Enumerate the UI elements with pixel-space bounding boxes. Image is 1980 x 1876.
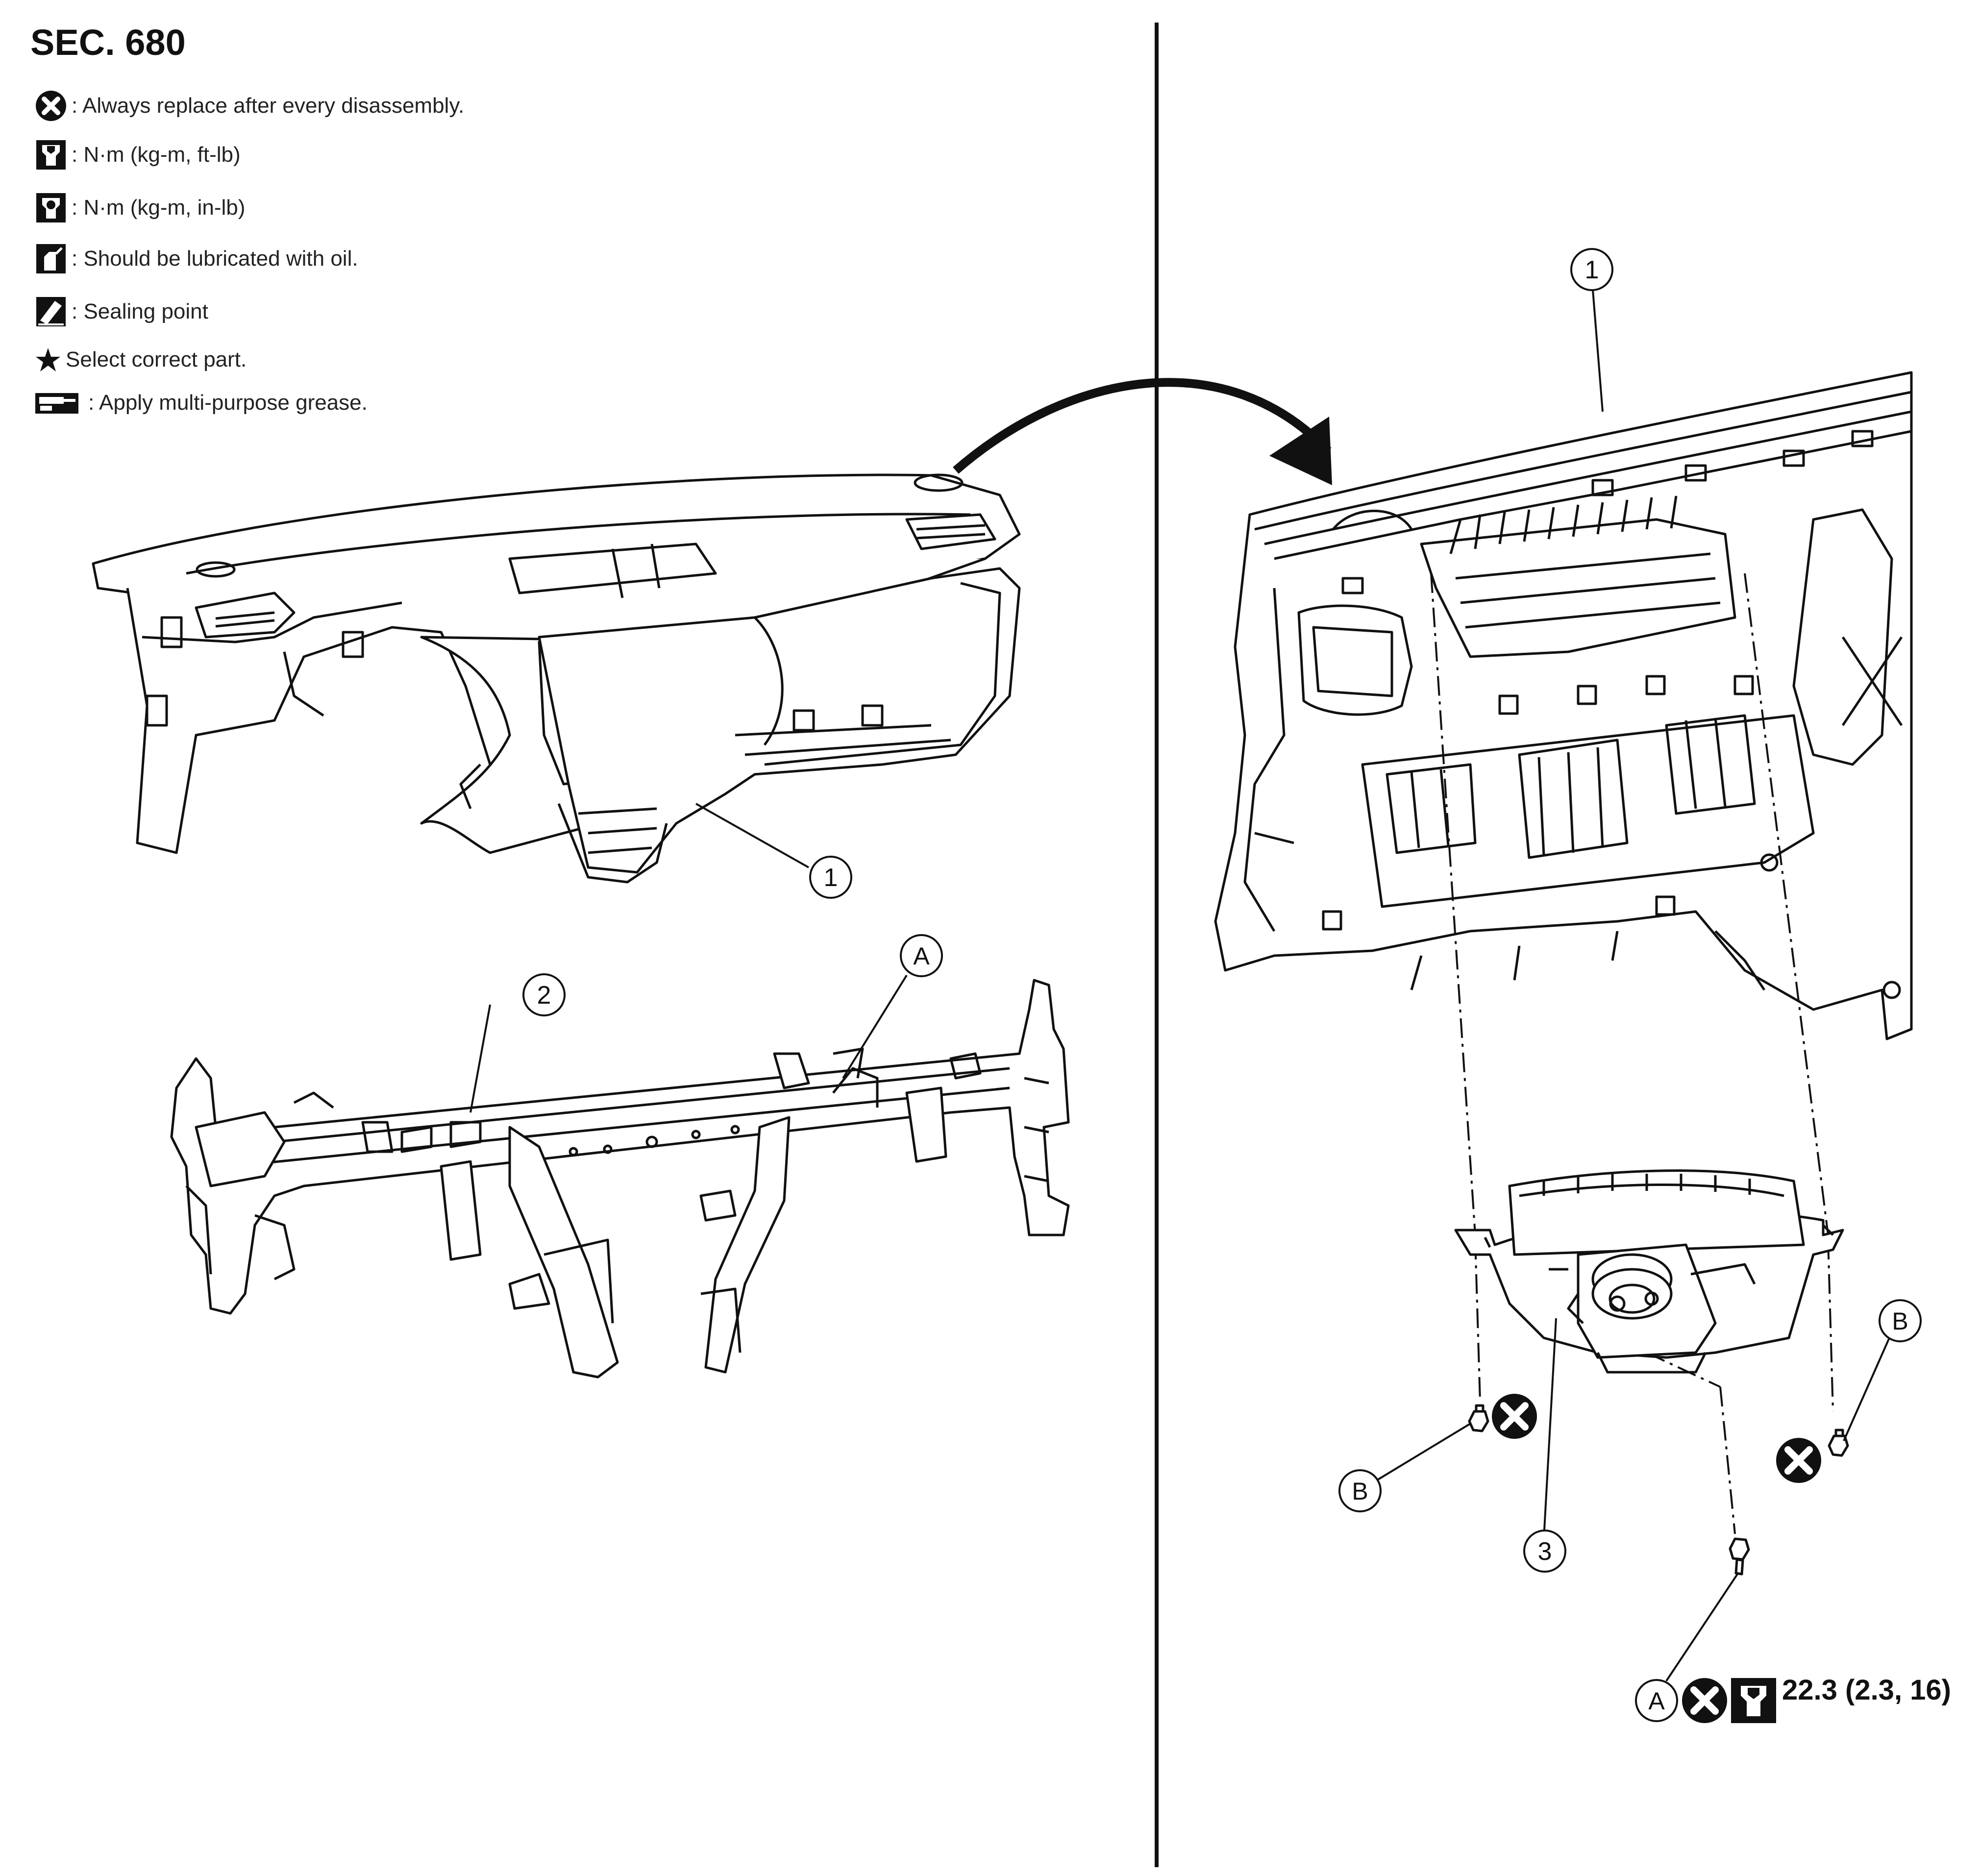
instrument-panel-detail xyxy=(1214,371,1913,1040)
bolt-b-right xyxy=(1828,1429,1849,1457)
callout-a-left-label: A xyxy=(913,942,930,970)
legend-row-oil: : Should be lubricated with oil. xyxy=(33,241,358,276)
callout-1-right-label: 1 xyxy=(1585,256,1599,284)
legend-row-sealing: : Sealing point xyxy=(33,294,208,329)
callout-b-right: B xyxy=(1843,1299,1922,1441)
callout-a-right-label: A xyxy=(1648,1687,1665,1715)
section-title: SEC. 680 xyxy=(30,22,186,63)
installation-guide-lines xyxy=(1430,573,1834,1534)
legend-row-torque-in-lb: : N·m (kg-m, in-lb) xyxy=(33,190,245,225)
torque-wrench-filled-icon xyxy=(33,190,69,225)
legend-text-oil: : Should be lubricated with oil. xyxy=(72,247,358,271)
grease-icon xyxy=(33,389,80,417)
steering-member-assembly xyxy=(170,979,1070,1379)
replace-x-icon xyxy=(1776,1438,1821,1483)
callout-b-right-label: B xyxy=(1892,1308,1908,1335)
legend-row-select: Select correct part. xyxy=(33,345,247,374)
callout-1-left: 1 xyxy=(695,803,852,899)
instrument-panel-assembly xyxy=(92,473,1021,884)
torque-wrench-icon xyxy=(1731,1678,1776,1723)
callout-3: 3 xyxy=(1523,1318,1566,1573)
replace-x-icon xyxy=(1682,1678,1727,1723)
callout-a-left: A xyxy=(842,934,943,1079)
replace-x-icon xyxy=(1492,1394,1537,1439)
star-icon xyxy=(33,345,63,374)
legend-text-replace: : Always replace after every disassembly… xyxy=(72,94,465,118)
callout-b-left-label: B xyxy=(1352,1478,1368,1505)
oil-can-icon xyxy=(33,241,69,276)
legend-row-torque-ft-lb: : N·m (kg-m, ft-lb) xyxy=(33,137,241,173)
callout-a-right: A xyxy=(1635,1573,1738,1722)
legend-text-select: Select correct part. xyxy=(66,347,247,371)
legend-row-grease: : Apply multi-purpose grease. xyxy=(33,389,368,417)
callout-2-label: 2 xyxy=(537,981,551,1010)
legend-row-replace: : Always replace after every disassembly… xyxy=(33,88,464,123)
torque-spec: 22.3 (2.3, 16) xyxy=(1782,1674,1951,1706)
bolt-b-left xyxy=(1468,1404,1489,1432)
replace-x-icon xyxy=(33,88,69,123)
legend-text-sealing: : Sealing point xyxy=(72,299,208,323)
legend-text-grease: : Apply multi-purpose grease. xyxy=(88,391,368,415)
legend-text-torque-in-lb: : N·m (kg-m, in-lb) xyxy=(72,196,246,220)
passenger-air-bag-module xyxy=(1454,1169,1844,1374)
callout-1-left-label: 1 xyxy=(824,864,838,892)
callout-3-label: 3 xyxy=(1538,1537,1552,1566)
bolt-a xyxy=(1729,1537,1750,1576)
callout-1-right: 1 xyxy=(1570,248,1613,412)
callout-b-left: B xyxy=(1338,1423,1471,1512)
sealing-point-icon xyxy=(33,294,69,329)
torque-wrench-icon xyxy=(33,137,69,173)
detail-arrow xyxy=(953,378,1332,485)
callout-2: 2 xyxy=(470,973,566,1113)
legend-text-torque-ft-lb: : N·m (kg-m, ft-lb) xyxy=(72,143,241,167)
